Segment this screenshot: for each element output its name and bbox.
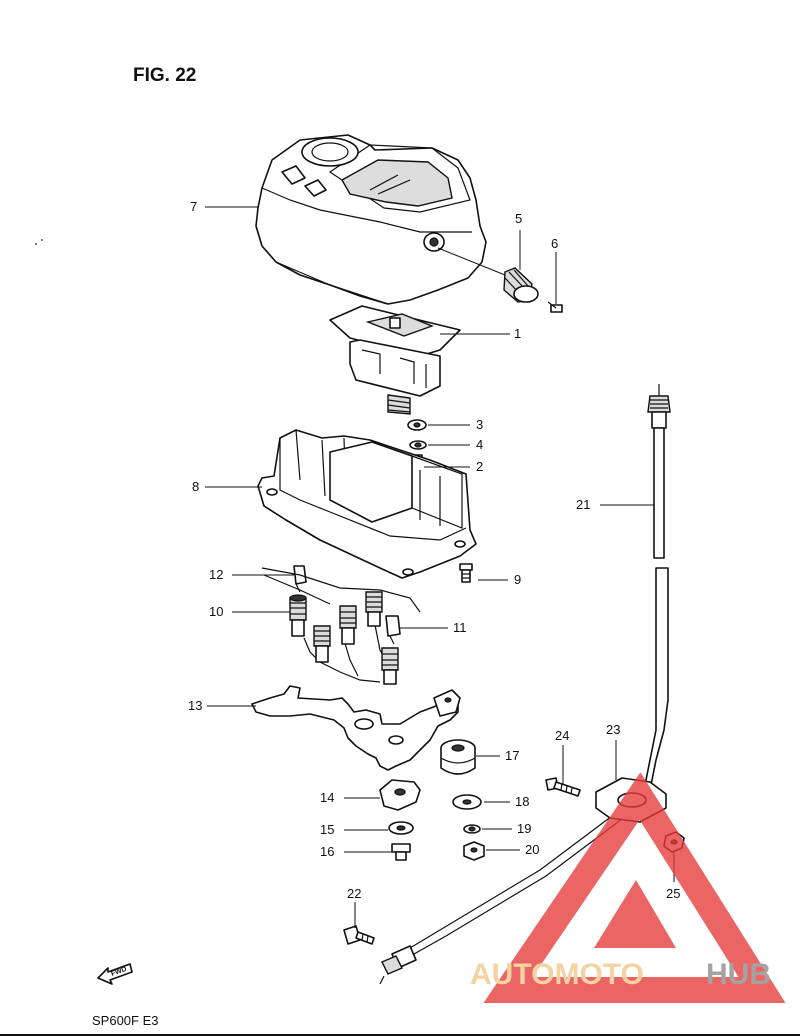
callout-19: 19 [517, 821, 531, 836]
callout-16: 16 [320, 844, 334, 859]
callout-15: 15 [320, 822, 334, 837]
callout-labels: 7 5 6 1 3 4 2 8 9 12 10 11 13 17 14 18 1… [188, 199, 680, 901]
bulb-harness [261, 567, 421, 683]
callout-12: 12 [209, 567, 223, 582]
callout-17: 17 [505, 748, 519, 763]
model-code: SP600F E3 [92, 1013, 159, 1028]
part-11-bulb [385, 615, 401, 645]
part-3-washer [407, 419, 427, 431]
part-14-nut-plate [379, 779, 421, 811]
watermark-text-automoto: AUTOMOTO [470, 958, 644, 991]
part-10-socket-d [365, 591, 383, 627]
part-1-speedometer-unit [329, 305, 461, 415]
fwd-arrow-icon: FWD [97, 963, 133, 985]
part-17-grommet [440, 739, 476, 775]
callout-9: 9 [514, 572, 521, 587]
part-5-reset-knob [437, 247, 539, 303]
callout-13: 13 [188, 698, 202, 713]
automotohub-watermark: AUTOMOTO HUB [470, 772, 786, 1003]
part-20-nut [463, 841, 485, 861]
part-16-screw [391, 843, 411, 861]
callout-1: 1 [514, 326, 521, 341]
callout-24: 24 [555, 728, 569, 743]
part-15-washer [388, 821, 414, 835]
callout-4: 4 [476, 437, 483, 452]
part-6-screw [547, 301, 563, 313]
callout-8: 8 [192, 479, 199, 494]
callout-11: 11 [453, 620, 467, 635]
part-18-washer [452, 794, 482, 810]
part-13-bracket [251, 685, 461, 771]
callout-7: 7 [190, 199, 197, 214]
callout-5: 5 [515, 211, 522, 226]
callout-25: 25 [666, 886, 680, 901]
callout-22: 22 [347, 886, 361, 901]
part-10-socket-b [313, 625, 331, 663]
callout-2: 2 [476, 459, 483, 474]
scan-marks [35, 239, 43, 245]
part-19-washer [463, 824, 481, 834]
part-24-bolt [545, 777, 581, 797]
callout-21: 21 [576, 497, 590, 512]
callout-3: 3 [476, 417, 483, 432]
callout-18: 18 [515, 794, 529, 809]
part-10-bulb-socket [289, 594, 307, 637]
callout-6: 6 [551, 236, 558, 251]
part-4-washer [409, 440, 427, 450]
callout-23: 23 [606, 722, 620, 737]
leader-lines [205, 206, 675, 928]
part-8-meter-case [257, 429, 477, 579]
figure-title: FIG. 22 [133, 65, 196, 86]
part-22-bolt [343, 925, 375, 945]
part-9-screw [459, 563, 473, 583]
bottom-border [0, 1034, 800, 1036]
watermark-text-hub: HUB [706, 958, 771, 991]
part-10-socket-e [381, 647, 399, 685]
callout-14: 14 [320, 790, 334, 805]
watermark-triangle-logo [483, 772, 786, 1003]
callout-20: 20 [525, 842, 539, 857]
callout-10: 10 [209, 604, 223, 619]
part-7-meter-cover [255, 134, 487, 305]
part-10-socket-c [339, 605, 357, 645]
